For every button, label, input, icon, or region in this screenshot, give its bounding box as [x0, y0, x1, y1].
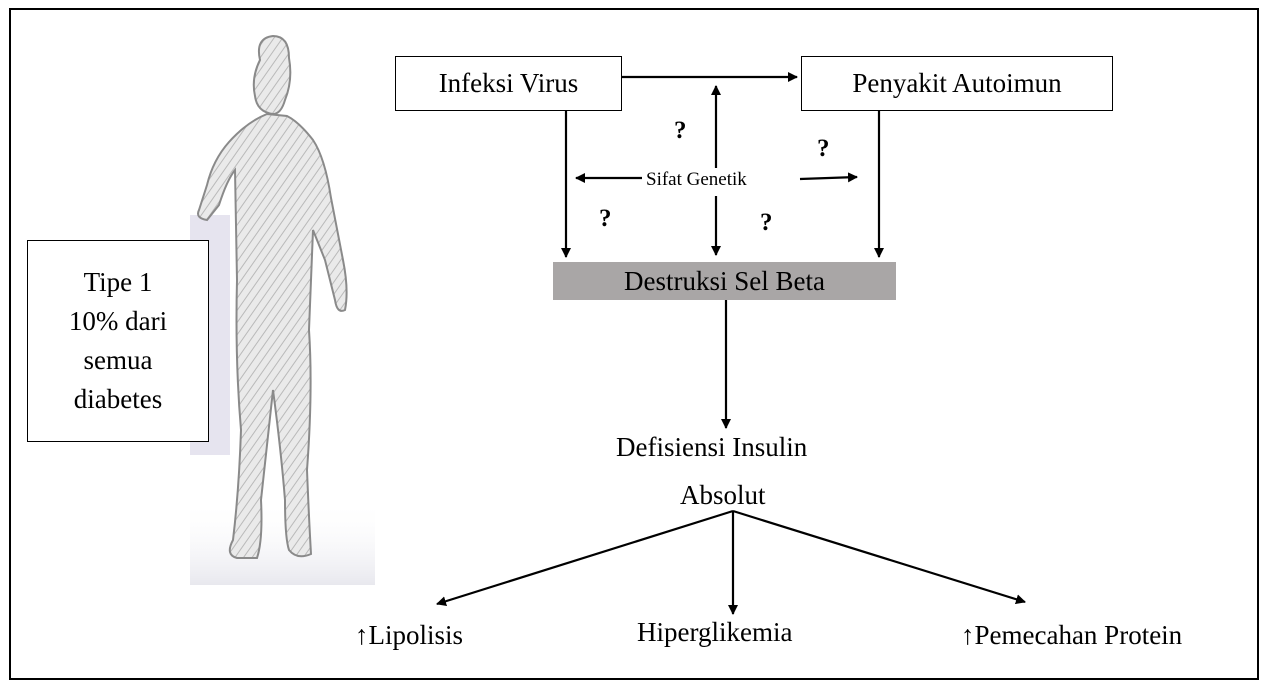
arrow-genetik-right: [800, 177, 857, 179]
arrow-to-lipolisis: [437, 511, 733, 604]
arrow-to-pemecahan-protein: [733, 511, 1025, 602]
